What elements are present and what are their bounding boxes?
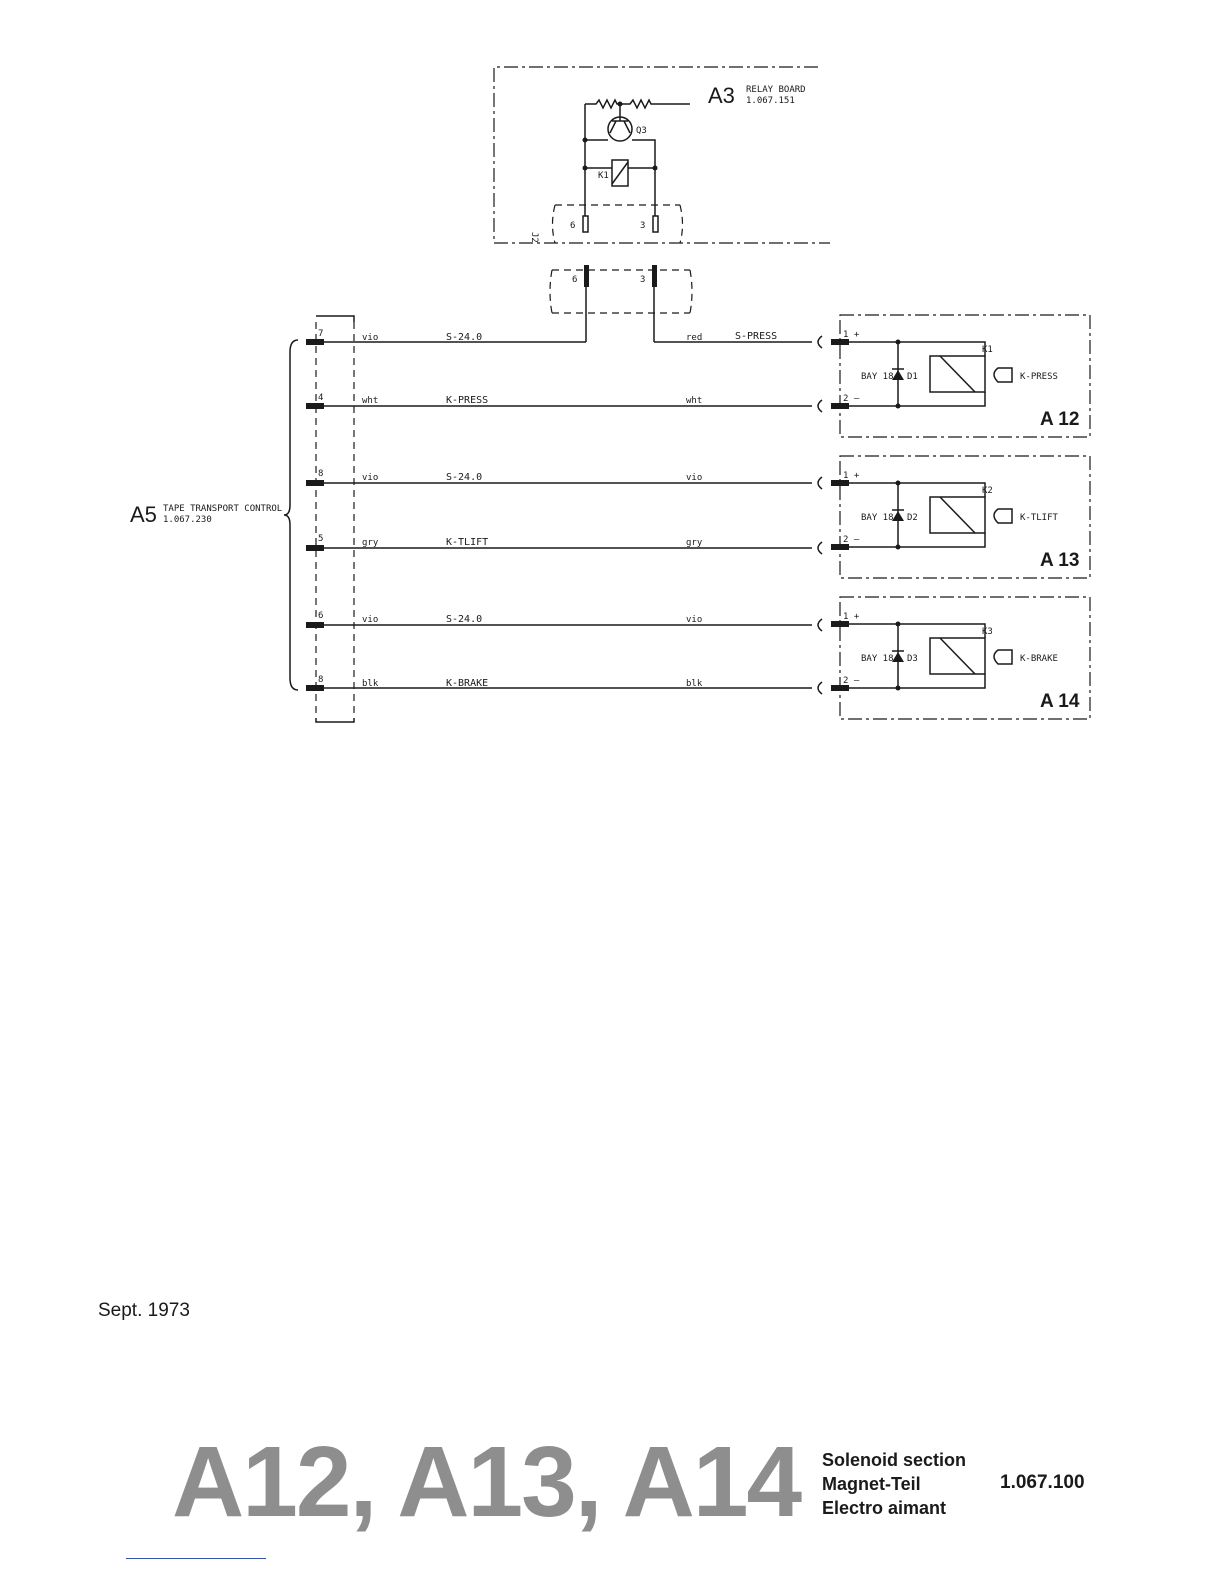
relay-board-name: RELAY BOARD [746,85,806,95]
tape-transport-ref: A5 [130,502,157,527]
j2-pin-6: 6 [570,221,575,231]
wire-6-color: blk [362,679,379,689]
solenoid-pin-minus-label: 2 – [843,676,860,686]
wire-1-signal: S-24.0 [446,332,482,343]
wire-1-pin: 7 [318,329,323,339]
solenoid-pin-plus-label: 1 + [843,330,860,340]
plug-pin-6: 6 [572,275,577,285]
wire-4-color: gry [362,538,379,548]
wire-1-signal-right: S-PRESS [735,331,777,342]
plug-pin-3: 3 [640,275,645,285]
wire-4-color-right: gry [686,538,703,548]
wire-4-signal: K-TLIFT [446,537,488,548]
diode-symbol [892,511,904,521]
solenoid-pin-minus-label: 2 – [843,394,860,404]
footer-rule [126,1558,266,1559]
relay-k1-coil [611,159,629,187]
wire-2-signal: K-PRESS [446,395,488,406]
solenoid-ref: A 12 [1040,409,1079,430]
wire-5-pin: 6 [318,611,323,621]
wire-1-color: vio [362,333,378,343]
wire-labels: 7 vio S-24.0 red S-PRESS 4 wht K-PRESS w… [318,329,777,689]
relay-board-part: 1.067.151 [746,96,795,106]
transistor-label: Q3 [636,126,647,136]
wire-6-signal: K-BRAKE [446,678,488,689]
relay-board-relay-label: K1 [598,171,609,181]
relay-board-a3: A3 RELAY BOARD 1.067.151 Q3 K1 J2 6 3 [493,66,830,244]
j2-pin-3: 3 [640,221,645,231]
wire-group [306,335,823,695]
wire-2-pin: 4 [318,393,323,403]
solenoid-unit-a14: 1 + 2 – BAY 18 D3 K3K-BRAKE A 14 [831,596,1091,720]
diode-label: D3 [907,654,918,664]
solenoid-signal-label: K-TLIFT [1020,513,1059,523]
footer-title: A12, A13, A14 [172,1426,802,1538]
diode-label: D1 [907,372,918,382]
solenoid-ref: A 14 [1040,691,1080,712]
diode-type: BAY 18 [861,372,894,382]
footer-desc-de: Magnet-Teil [822,1474,921,1494]
wire-5-color: vio [362,615,378,625]
wire-3-color: vio [362,473,378,483]
tape-transport-a5: A5 TAPE TRANSPORT CONTROL 1.067.230 [130,315,355,723]
solenoid-relay-label: K2 [982,486,993,496]
wire-6-color-right: blk [686,679,703,689]
solenoid-pin-minus [831,544,849,550]
solenoid-pin-plus-label: 1 + [843,612,860,622]
tape-transport-part: 1.067.230 [163,515,212,525]
tape-transport-name: TAPE TRANSPORT CONTROL [163,504,282,514]
footer-desc-fr: Electro aimant [822,1498,947,1518]
connector-label: J2 [529,232,539,243]
diode-type: BAY 18 [861,654,894,664]
wiring-schematic: A3 RELAY BOARD 1.067.151 Q3 K1 J2 6 3 6 [130,66,1091,723]
solenoid-pin-minus-label: 2 – [843,535,860,545]
wire-3-signal: S-24.0 [446,472,482,483]
wire-5-color-right: vio [686,615,702,625]
solenoid-coil [929,355,986,393]
wire-2-color-right: wht [686,396,702,406]
solenoid-pin-plus-label: 1 + [843,471,860,481]
solenoid-relay-label: K3 [982,627,993,637]
wire-4-pin: 5 [318,534,323,544]
solenoid-pin-plus [831,621,849,627]
diode-type: BAY 18 [861,513,894,523]
wire-3-pin: 8 [318,469,323,479]
footer-description: Solenoid section Magnet-Teil Electro aim… [822,1448,966,1520]
solenoid-ref: A 13 [1040,550,1079,571]
wire-1-color-right: red [686,333,702,343]
relay-board-ref: A3 [708,83,735,108]
solenoid-pin-minus [831,403,849,409]
footer-part-number: 1.067.100 [1000,1472,1085,1493]
wire-3-color-right: vio [686,473,702,483]
solenoid-pin-minus [831,685,849,691]
wire-6-pin: 8 [318,675,323,685]
base-resistors [585,98,690,110]
solenoid-signal-label: K-PRESS [1020,372,1058,382]
wire-2-color: wht [362,396,378,406]
solenoid-unit-a13: 1 + 2 – BAY 18 D2 K2K-TLIFT A 13 [831,455,1091,579]
solenoid-pin-plus [831,480,849,486]
plug-p2: 6 3 [549,265,693,342]
diode-symbol [892,370,904,380]
solenoid-coil [929,496,986,534]
revision-date: Sept. 1973 [98,1300,190,1321]
solenoid-unit-a12: 1 + 2 – BAY 18 D1 K1K-PRESS A 12 [831,314,1091,438]
diode-symbol [892,652,904,662]
footer-desc-en: Solenoid section [822,1450,967,1470]
diode-label: D2 [907,513,918,523]
solenoid-coil [929,637,986,675]
transistor-q3-symbol [607,104,633,142]
solenoid-pin-plus [831,339,849,345]
solenoid-relay-label: K1 [982,345,993,355]
wire-5-signal: S-24.0 [446,614,482,625]
solenoid-signal-label: K-BRAKE [1020,654,1058,664]
